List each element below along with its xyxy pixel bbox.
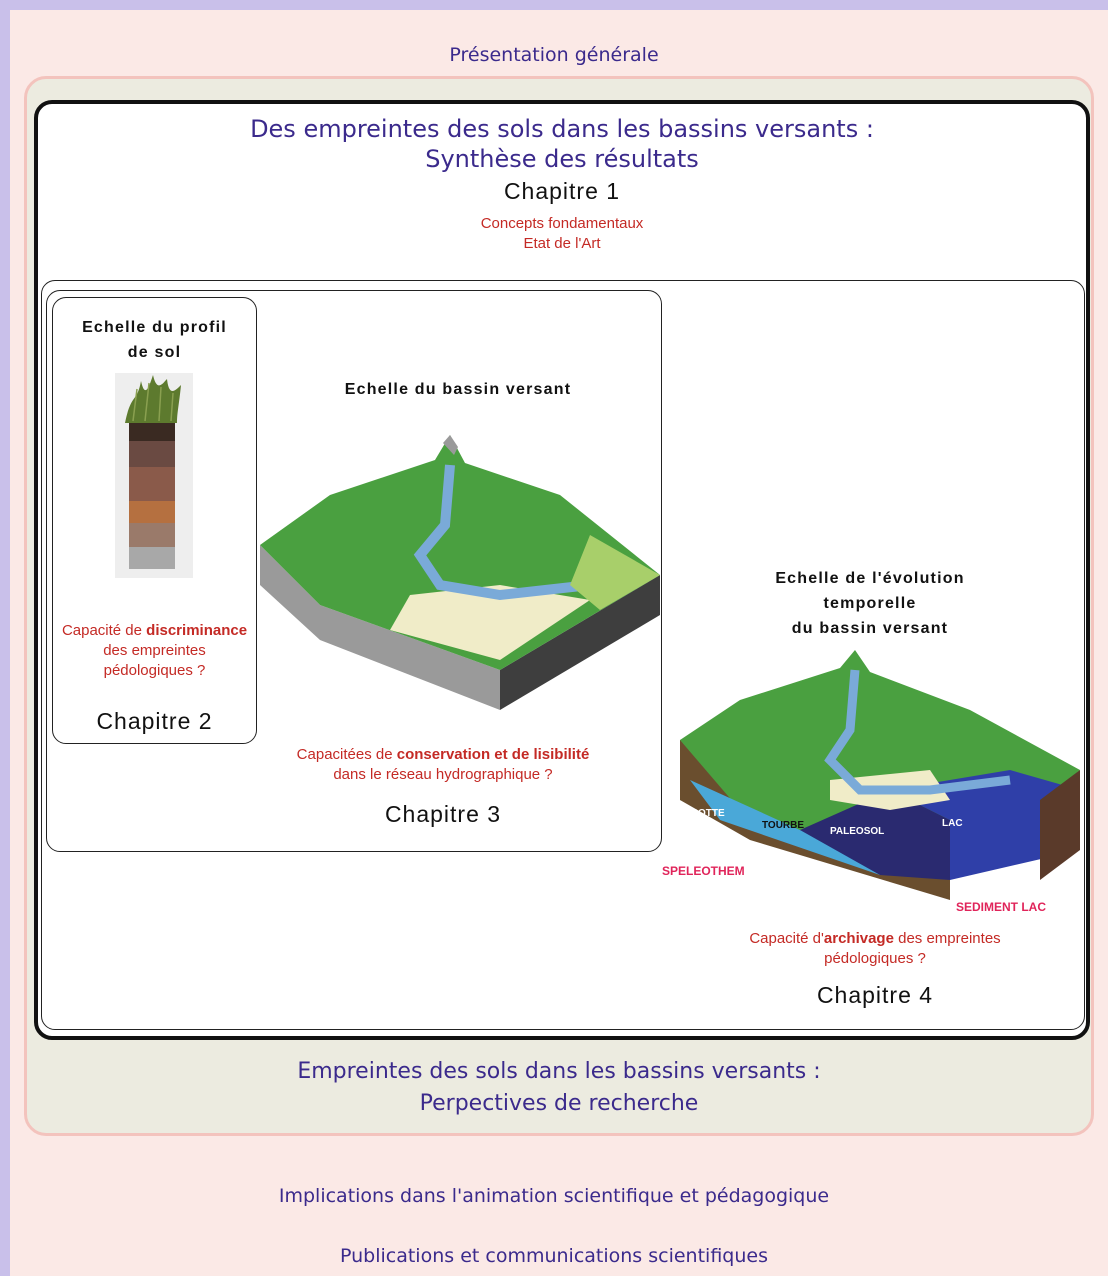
tag-paleosol: PALEOSOL <box>830 826 885 837</box>
bassin-q-prefix: Capacitées de <box>296 746 397 763</box>
profil-title-line1: Echelle du profil <box>82 319 227 336</box>
tag-grotte: GROTTE <box>683 808 725 819</box>
chapitre-1-label: Chapitre 1 <box>503 178 621 204</box>
main-title-line1: Des empreintes des sols dans les bassins… <box>250 115 874 143</box>
main-title-line2: Synthèse des résultats <box>425 145 699 173</box>
footer-title-line1: Empreintes des sols dans les bassins ver… <box>297 1059 821 1084</box>
chapitre-1-sub1: Concepts fondamentaux <box>480 215 644 232</box>
footer-title: Empreintes des sols dans les bassins ver… <box>24 1056 1094 1120</box>
profil-question: Capacité de discriminance des empreintes… <box>52 621 257 681</box>
profil-q-line2: des empreintes <box>103 642 206 659</box>
bassin-question: Capacitées de conservation et de lisibil… <box>268 745 618 785</box>
left-border <box>0 0 10 1276</box>
chapitre-3-label: Chapitre 3 <box>384 801 502 827</box>
bassin-q-line2: dans le réseau hydrographique ? <box>333 766 553 783</box>
chapitre-4-label: Chapitre 4 <box>816 982 934 1008</box>
profil-title: Echelle du profil de sol <box>52 315 257 365</box>
chapitre-1-sub2: Etat de l'Art <box>523 235 601 252</box>
tag-speleothem: SPELEOTHEM <box>662 864 745 878</box>
bassin-box <box>46 290 662 852</box>
header-title[interactable]: Présentation générale <box>449 44 659 66</box>
profil-box <box>52 297 257 744</box>
evolution-q-line2: pédologiques ? <box>824 950 926 967</box>
bassin-q-bold: conservation et de lisibilité <box>396 746 590 763</box>
profil-q-bold: discriminance <box>146 622 248 639</box>
top-border <box>0 0 1108 10</box>
watershed-block-diagram <box>260 435 660 710</box>
bassin-title: Echelle du bassin versant <box>344 381 572 398</box>
publications-link[interactable]: Publications et communications scientifi… <box>339 1245 768 1267</box>
temporal-evolution-diagram <box>680 650 1080 900</box>
evolution-q-bold: archivage <box>823 930 894 947</box>
main-title: Des empreintes des sols dans les bassins… <box>34 114 1090 174</box>
chapitre-1-subtitle: Concepts fondamentaux Etat de l'Art <box>34 214 1090 254</box>
tag-tourbe: TOURBE <box>762 820 805 831</box>
soil-profile-image <box>115 373 193 578</box>
inner-box <box>41 280 1085 1030</box>
tag-sediment-lac: SEDIMENT LAC <box>956 900 1046 914</box>
implications-link[interactable]: Implications dans l'animation scientifiq… <box>278 1185 830 1207</box>
evolution-title-line3: du bassin versant <box>791 620 949 637</box>
profil-title-line2: de sol <box>127 344 182 361</box>
footer-title-line2: Perpectives de recherche <box>419 1091 699 1116</box>
evolution-question: Capacité d'archivage des empreintes pédo… <box>700 929 1050 969</box>
evolution-q-prefix: Capacité d' <box>749 930 824 947</box>
tag-lac: LAC <box>942 818 963 829</box>
chapitre-2-label: Chapitre 2 <box>96 708 213 734</box>
profil-q-prefix: Capacité de <box>61 622 147 639</box>
evolution-title-line1: Echelle de l'évolution <box>775 570 965 587</box>
profil-q-line3: pédologiques ? <box>103 662 206 679</box>
evolution-title: Echelle de l'évolution temporelle du bas… <box>720 566 1020 641</box>
evolution-title-line2: temporelle <box>823 595 917 612</box>
evolution-q-suffix: des empreintes <box>893 930 1001 947</box>
